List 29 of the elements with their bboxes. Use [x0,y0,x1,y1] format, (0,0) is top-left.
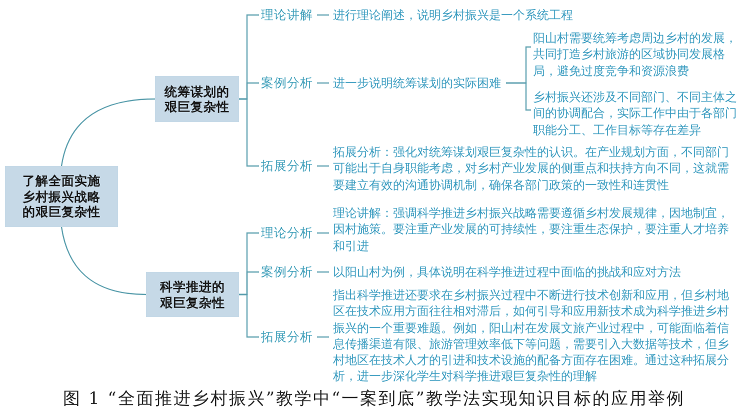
connector-line [317,232,329,234]
topic-box: 统筹谋划的艰巨复杂性 [155,76,239,122]
figure-caption: 图 1 “全面推进乡村振兴”教学中“一案到底”教学法实现知识目标的应用举例 [62,389,686,410]
connector-line [317,82,329,84]
description-text: 以阳山村为例，具体说明在科学推进过程中面临的挑战和应对方法 [333,264,681,280]
curved-connector [60,226,146,296]
branch-label: 案例分析 [261,75,313,91]
description-text: 指出科学推进还要求在乡村振兴过程中不断进行技术创新和应用，但乡村地区在技术应用方面往往相对滞后，如何引导和应用新技术成为科学推进乡村振兴的一个重要难题。例如，阳山村在发展文旅产业过程中，可能面临着信息传播渠道有限、旅游管理效率低下等问题，需要引入大数据等技术，但乡村地区在技术人才的引进和技术设施的配备方面存在困难。通过这种拓展分析，进一步深化学生对科学推进艰巨复杂性的理解 [333,287,733,385]
description-text: 进行理论阐述，说明乡村振兴是一个系统工程 [333,7,573,24]
bracket-line [239,98,259,167]
description-text: 阳山村需要统筹考虑周边乡村的发展，共同打造乡村旅游的区域协同发展格局，避免过度竞争和资源浪费 [533,30,740,79]
branch-label: 拓展分析 [261,158,313,174]
topic-box: 了解全面实施乡村振兴战略的艰巨复杂性 [5,166,118,227]
connector-line [317,271,329,273]
description-text: 拓展分析：强化对统筹谋划艰巨复杂性的认识。在产业规划方面，不同部门可能出于自身职能考虑，对乡村产业发展的侧重点和扶持方向不同，这就需要建立有效的沟通协调机制，确保各部门政策的一致性和连贯性 [333,144,733,193]
bracket-line [506,82,531,111]
curved-connector [60,98,156,166]
description-text: 进一步说明统筹谋划的实际困难 [333,75,501,92]
connector-line [317,336,329,338]
branch-label: 案例分析 [261,264,313,280]
branch-label: 理论讲解 [261,7,313,23]
description-text: 理论讲解：强调科学推进乡村振兴战略需要遵循乡村发展规律，因地制宜，因村施策。要注重产业发展的可持续性，要注重生态保护，要注重人才培养和引进 [333,205,733,254]
topic-box: 科学推进的艰巨复杂性 [146,272,239,317]
branch-label: 拓展分析 [261,329,313,345]
connector-line [317,14,329,16]
branch-label: 理论分析 [261,225,313,241]
bracket-line [239,294,259,338]
connector-line [317,165,329,167]
description-text: 乡村振兴还涉及不同部门、不同主体之间的协调配合，实际工作中由于各部门职能分工、工作目标等存在差异 [533,89,740,138]
